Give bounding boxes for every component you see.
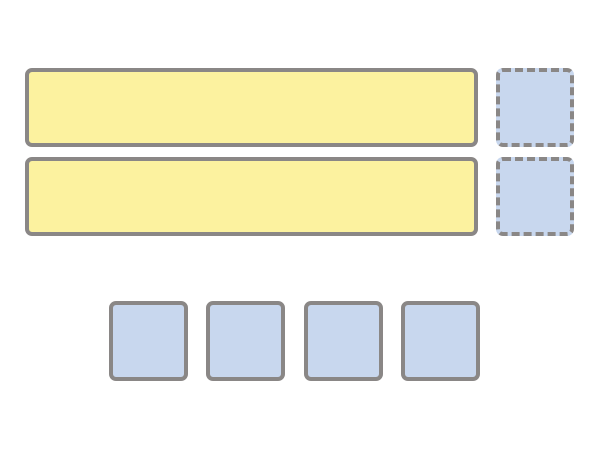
bottom-tile-4 — [401, 301, 480, 381]
dashed-side-tile-2 — [496, 157, 574, 236]
long-bar-2 — [25, 157, 478, 236]
dashed-side-tile-1 — [496, 68, 574, 147]
long-bar-1 — [25, 68, 478, 147]
bottom-tile-2 — [206, 301, 285, 381]
bottom-tile-1 — [109, 301, 188, 381]
bottom-tile-3 — [304, 301, 383, 381]
